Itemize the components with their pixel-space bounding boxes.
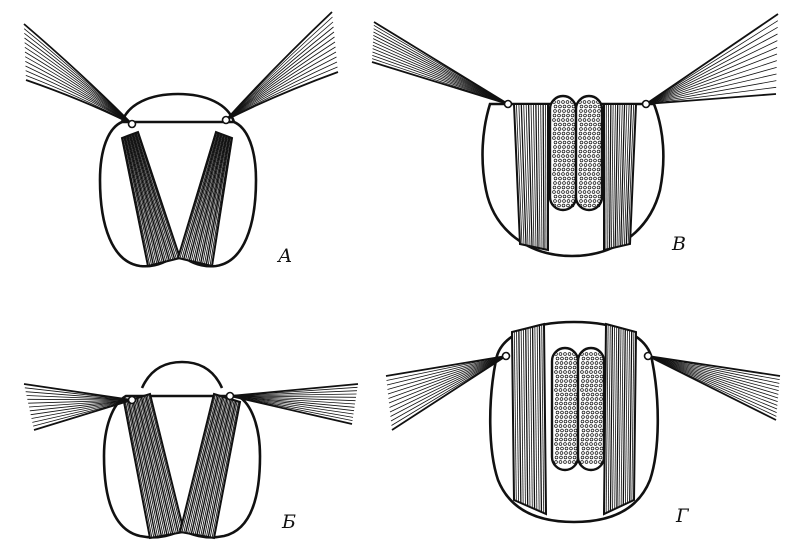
panel-a-right-muscle bbox=[176, 130, 234, 268]
panel-a-left-muscle bbox=[120, 130, 182, 268]
panel-v-left-fibres bbox=[371, 21, 513, 109]
panel-b-left-muscle bbox=[122, 392, 186, 540]
panel-g-left-cell-mass bbox=[550, 346, 580, 472]
panel-v-left-muscle bbox=[512, 103, 549, 252]
panel-a-right-fibres bbox=[221, 11, 339, 125]
panel-a-left-fibres bbox=[23, 23, 137, 129]
panel-g-left-muscle bbox=[510, 322, 548, 516]
panel-b-label: Б bbox=[281, 511, 296, 533]
panel-v-right-cell-mass bbox=[574, 94, 604, 212]
panel-a-label: А bbox=[276, 245, 292, 267]
panel-g-right-muscle bbox=[602, 322, 638, 516]
panel-g-label: Г bbox=[675, 505, 690, 527]
panel-b-right-muscle bbox=[178, 392, 242, 540]
panel-b-right-fibres bbox=[225, 383, 359, 425]
panel-v-right-fibres bbox=[641, 13, 779, 109]
panel-a-dome bbox=[120, 92, 236, 123]
panel-g-right-cell-mass bbox=[576, 346, 606, 472]
panel-g-left-fibres bbox=[385, 351, 511, 431]
panel-v-right-muscle bbox=[603, 103, 638, 252]
panel-a: А bbox=[23, 11, 339, 268]
panel-b-left-fibres bbox=[23, 383, 137, 431]
panel-g-right-fibres bbox=[643, 351, 781, 421]
panel-g: Г bbox=[385, 320, 781, 527]
panel-v-label: В bbox=[671, 233, 686, 255]
panel-b-dome bbox=[140, 360, 224, 389]
panel-v-left-cell-mass bbox=[548, 94, 578, 212]
panel-b: Б bbox=[23, 360, 359, 540]
panel-v: В bbox=[371, 13, 779, 258]
